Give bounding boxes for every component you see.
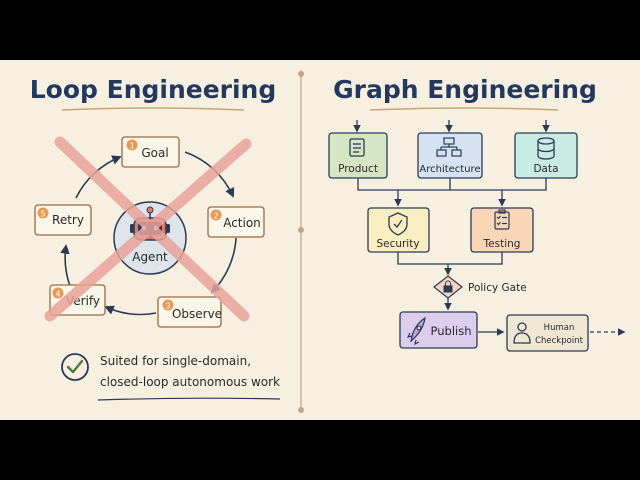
step-retry: 5 Retry [34,204,92,236]
step-verify-number: 4 [55,290,60,299]
step-action: 2 Action [207,206,265,238]
checkmark-icon [61,353,89,381]
node-data: Data [514,132,578,179]
input-arrows [353,120,550,133]
step-observe-label: Observe [172,307,222,321]
diagram-canvas: Loop Engineering Agent 1 Goal [0,60,640,420]
step-observe-number: 3 [165,302,170,311]
node-human-label-line2: Checkpoint [535,336,583,346]
note-line2: closed-loop autonomous work [100,375,280,389]
step-goal-label: Goal [141,146,168,160]
lock-icon [443,280,453,293]
database-icon [537,137,555,160]
hierarchy-icon [436,137,462,157]
step-observe: 3 Observe [157,296,222,328]
node-product: Product [328,132,388,179]
merge-arrows-row1 [357,178,547,207]
node-architecture-label: Architecture [419,164,480,175]
note-underline [97,397,281,401]
step-goal: 1 Goal [121,136,180,168]
policy-gate: Policy Gate [433,275,527,299]
node-product-label: Product [338,163,378,175]
loop-title-underline [61,107,245,111]
shield-check-icon [388,212,408,236]
graph-title-underline [369,107,559,111]
merge-arrows-row2 [397,252,503,276]
rocket-icon [406,316,426,346]
node-publish: Publish [399,311,478,349]
diagram-svg: Loop Engineering Agent 1 Goal [30,70,626,413]
agent-label: Agent [132,250,168,264]
step-goal-number: 1 [129,142,134,151]
step-action-number: 2 [213,212,218,221]
person-icon [513,322,531,344]
cross-out-mark [44,136,252,322]
step-action-label: Action [223,216,261,230]
node-publish-label: Publish [431,324,472,338]
node-testing: Testing [470,207,534,253]
node-security-label: Security [376,238,419,250]
loop-note: Suited for single-domain, closed-loop au… [61,353,281,401]
policy-gate-label: Policy Gate [468,282,527,294]
node-human-label-line1: Human [544,323,575,333]
node-security: Security [367,207,430,253]
node-human-checkpoint: Human Checkpoint [506,314,589,352]
node-data-label: Data [533,163,558,175]
node-testing-label: Testing [483,238,521,250]
note-line1: Suited for single-domain, [100,354,251,368]
clipboard-icon [349,138,365,157]
step-retry-number: 5 [40,210,45,219]
graph-title: Graph Engineering [333,75,597,104]
loop-title: Loop Engineering [30,75,277,104]
node-architecture: Architecture [417,132,483,179]
step-retry-label: Retry [52,213,84,227]
checklist-icon [494,209,510,230]
